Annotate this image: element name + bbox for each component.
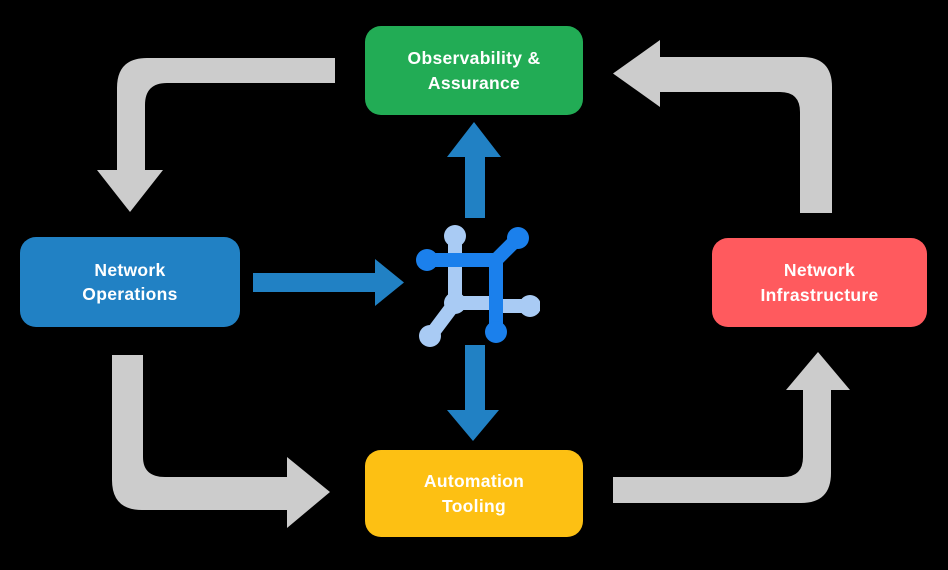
arrow-tooling-to-infrastructure <box>613 352 850 503</box>
network-core-icon-dark-lines <box>416 227 529 343</box>
node-observability-assurance: Observability & Assurance <box>365 26 583 115</box>
node-network-operations: Network Operations <box>20 237 240 327</box>
arrow-operations-to-core <box>253 259 404 306</box>
arrow-infrastructure-to-assurance <box>613 40 832 213</box>
network-core-icon <box>416 225 540 347</box>
arrow-assurance-to-operations <box>97 58 335 212</box>
arrow-core-to-tooling <box>447 345 499 441</box>
node-label-automation-tooling: Automation Tooling <box>423 471 525 516</box>
node-network-infrastructure: Network Infrastructure <box>712 238 927 327</box>
node-label-network-operations: Network Operations <box>82 259 178 305</box>
arrow-core-to-assurance <box>447 122 501 218</box>
node-automation-tooling: Automation Tooling <box>365 450 583 537</box>
node-label-network-infrastructure: Network Infrastructure <box>760 260 879 305</box>
arrow-operations-to-tooling <box>112 355 330 528</box>
node-label-observability-assurance: Observability & Assurance <box>407 48 541 93</box>
